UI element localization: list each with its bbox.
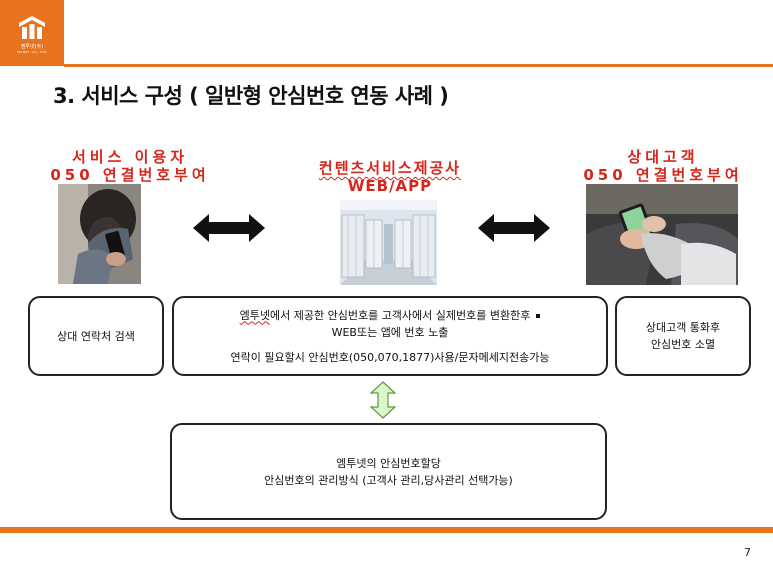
provider-line1-brand: 엠투넷 bbox=[239, 308, 270, 322]
provider-line1-rest: 에서 제공한 안심번호를 고객사에서 실제번호를 변환한후 bbox=[270, 308, 531, 322]
double-arrow-icon bbox=[193, 214, 265, 242]
call-end-line1: 상대고객 통화후 bbox=[645, 321, 721, 334]
page-number: 7 bbox=[744, 546, 751, 559]
user-photo bbox=[58, 184, 141, 284]
provider-process-box: 엠투넷에서 제공한 안심번호를 고객사에서 실제번호를 변환한후 WEB또는 앱… bbox=[172, 296, 608, 376]
user-heading-line2: 050 연결번호부여 bbox=[50, 166, 210, 184]
provider-line3: 연락이 필요할시 안심번호(050,070,1877)사용/문자메세지전송가능 bbox=[230, 350, 550, 364]
user-heading: 서비스 이용자 050 연결번호부여 bbox=[30, 148, 230, 184]
double-arrow-icon bbox=[478, 214, 550, 242]
recipient-heading-line1: 상대고객 bbox=[627, 148, 699, 166]
search-contact-box: 상대 연락처 검색 bbox=[28, 296, 164, 376]
page-title: 3. 서비스 구성 ( 일반형 안심번호 연동 사례 ) bbox=[53, 84, 449, 108]
server-photo bbox=[340, 200, 437, 285]
call-end-line2: 안심번호 소멸 bbox=[650, 338, 716, 351]
bottom-divider bbox=[0, 527, 773, 533]
bullet-icon bbox=[536, 313, 541, 318]
allocation-box: 엠투넷의 안심번호할당 안심번호의 관리방식 (고객사 관리,당사관리 선택가능… bbox=[170, 423, 607, 520]
recipient-heading: 상대고객 050 연결번호부여 bbox=[563, 148, 763, 184]
allocation-line1: 엠투넷의 안심번호할당 bbox=[336, 456, 441, 470]
vertical-double-arrow-icon bbox=[370, 381, 396, 419]
provider-heading-line2: WEB/APP bbox=[347, 177, 433, 195]
logo-subtitle: M2NET CO.,LTD bbox=[17, 49, 47, 54]
call-end-box: 상대고객 통화후 안심번호 소멸 bbox=[615, 296, 751, 376]
search-contact-text: 상대 연락처 검색 bbox=[57, 329, 135, 343]
provider-line1: 엠투넷에서 제공한 안심번호를 고객사에서 실제번호를 변환한후 bbox=[240, 307, 541, 324]
logo-company-name: 엠투넷(주) bbox=[20, 43, 44, 50]
top-divider bbox=[64, 64, 773, 67]
recipient-heading-line2: 050 연결번호부여 bbox=[583, 166, 743, 184]
logo-icon bbox=[19, 15, 45, 39]
recipient-photo bbox=[586, 184, 738, 285]
provider-heading-line1: 컨텐츠서비스제공사 bbox=[318, 159, 462, 177]
provider-line2: WEB또는 앱에 번호 노출 bbox=[331, 325, 449, 339]
user-heading-line1: 서비스 이용자 bbox=[71, 148, 189, 166]
provider-heading: 컨텐츠서비스제공사 WEB/APP bbox=[280, 159, 500, 195]
company-logo: 엠투넷(주) M2NET CO.,LTD bbox=[0, 0, 64, 66]
allocation-line2: 안심번호의 관리방식 (고객사 관리,당사관리 선택가능) bbox=[264, 473, 513, 487]
